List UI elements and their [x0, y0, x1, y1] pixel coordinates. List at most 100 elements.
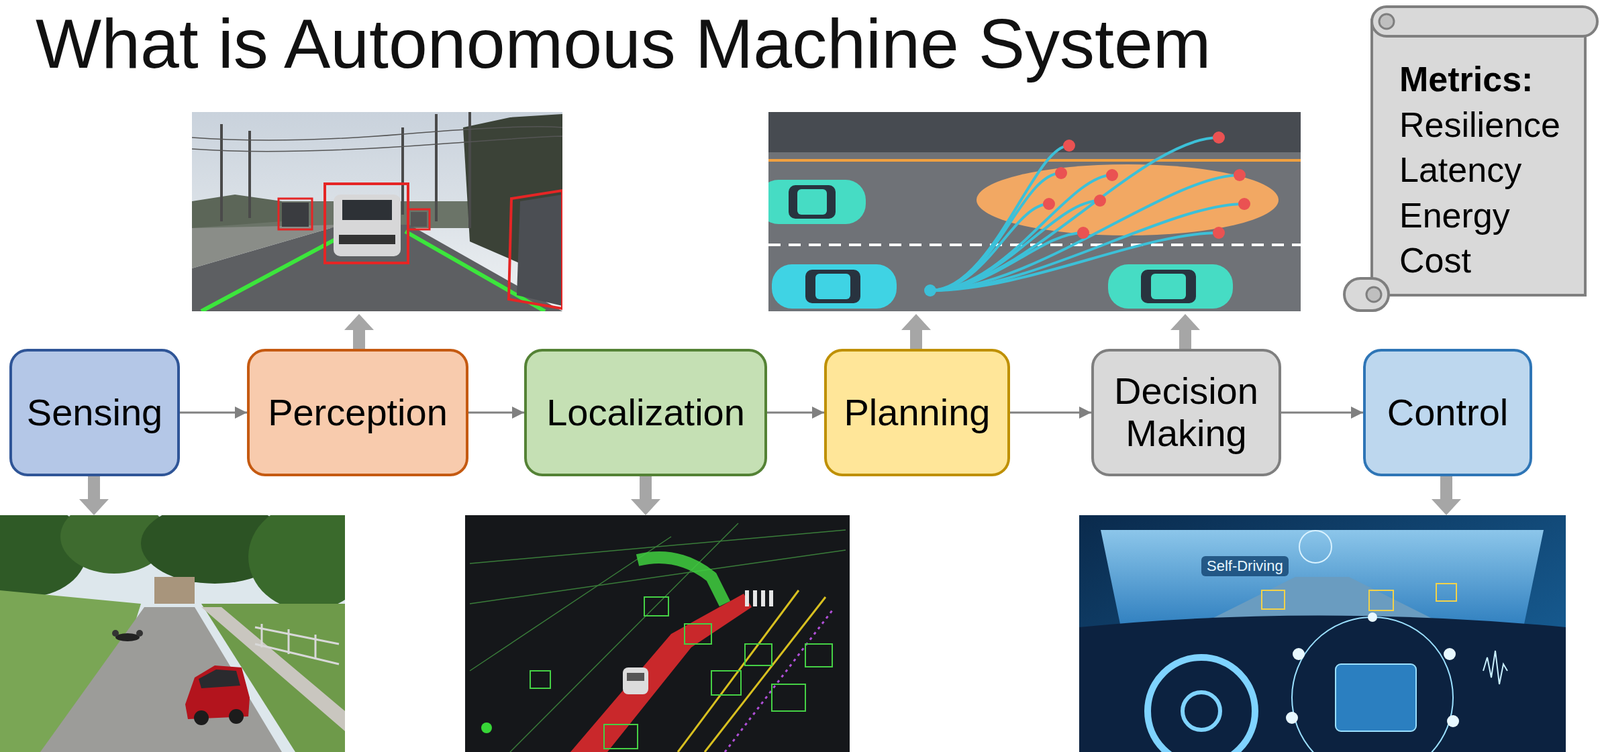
box-label: Control [1387, 391, 1509, 435]
sensing-photo-part [248, 515, 345, 611]
sensing-photo-part-part [287, 629, 290, 655]
control-photo-part [1182, 692, 1221, 731]
planning-illustration-part-part [1108, 264, 1233, 309]
localization-render-part-part [684, 624, 712, 645]
perception-photo-part [410, 212, 427, 227]
control-photo-part-part [1443, 648, 1456, 661]
metrics-scroll: Metrics:Resilience Latency Energy Cost [1341, 3, 1600, 315]
planning-illustration-part [1108, 264, 1233, 309]
planning-illustration-part-part [1055, 167, 1068, 180]
pointer-arrows-part [901, 314, 931, 349]
localization-render-part [570, 593, 752, 752]
planning-illustration-part [768, 112, 1301, 153]
localization-render-part-part [744, 590, 749, 607]
localization-render-part-part [677, 590, 799, 752]
control-photo-part [1335, 664, 1417, 732]
sensing-photo-part [154, 577, 195, 605]
localization-render-part-part [769, 590, 774, 607]
sensing-photo-part [115, 633, 140, 642]
flow-arrow [767, 412, 825, 415]
planning-illustration-part-part [1151, 273, 1186, 300]
metrics-heading: Metrics: [1399, 57, 1561, 103]
scroll-shape-part [1366, 287, 1382, 303]
perception-photo-part [324, 183, 409, 264]
scroll-shape-part [1371, 6, 1598, 37]
control-photo-part [1299, 530, 1332, 564]
control-photo-part [1291, 617, 1454, 752]
metrics-list: Resilience Latency Energy Cost [1399, 102, 1561, 284]
localization-render-part [677, 590, 826, 752]
perception-photo-part-part [191, 136, 563, 152]
sensing-photo-part-part [255, 627, 339, 645]
control-photo-part [1079, 515, 1566, 752]
planning-illustration-part [768, 159, 1301, 162]
planning-illustration-part-part [930, 204, 1049, 291]
pointer-arrows-part [79, 476, 109, 516]
localization-render-part [481, 722, 492, 734]
process-box: Planning [824, 348, 1011, 477]
sensing-photo [0, 515, 345, 752]
perception-photo-part-part [401, 127, 405, 215]
control-photo-part-part [1292, 648, 1305, 661]
localization-render-part-part [753, 590, 758, 607]
flow-arrow [179, 412, 247, 415]
perception-photo-part [342, 200, 392, 221]
perception-photo-part [221, 112, 470, 229]
perception-photo-part-part [248, 130, 252, 219]
perception-photo-part [516, 194, 563, 307]
perception-photo [191, 112, 563, 312]
planning-illustration-part [1042, 131, 1251, 239]
planning-illustration-part-part [1233, 169, 1246, 182]
pointer-arrows-part [630, 476, 661, 516]
scroll-shape-part [1344, 278, 1389, 311]
planning-illustration-part-part [1063, 139, 1076, 152]
box-label: Perception [267, 391, 448, 435]
planning-illustration-part-part [788, 185, 836, 219]
planning-illustration-part-part [1212, 131, 1225, 144]
sensing-photo-part-part [261, 624, 264, 648]
localization-render-part-part [805, 644, 833, 668]
sensing-photo-part [255, 624, 339, 665]
scroll-shape-part [1379, 14, 1394, 29]
localization-render-part-part [469, 550, 846, 605]
planning-illustration-part-part [1077, 226, 1090, 239]
perception-photo-part [191, 194, 282, 229]
perception-photo-part [281, 202, 309, 227]
sensing-photo-part [198, 669, 241, 689]
control-photo-part-part [1285, 712, 1298, 725]
process-box: Sensing [9, 348, 180, 477]
box-label: Decision Making [1103, 370, 1270, 455]
sensing-photo-part [193, 710, 209, 726]
perception-photo-part [191, 126, 563, 152]
planning-illustration-part-part [1212, 226, 1225, 239]
perception-photo-part-part [434, 114, 438, 222]
localization-render-part-part [711, 671, 741, 696]
control-photo-part-part [1436, 583, 1457, 602]
process-box: Control [1363, 348, 1533, 477]
control-photo-part [1100, 530, 1544, 628]
planning-illustration-part-part [768, 179, 866, 225]
slide-title: What is Autonomous Machine System [35, 4, 1211, 85]
localization-render-part-part [771, 684, 806, 712]
control-photo-part [1483, 651, 1508, 685]
sensing-photo-part [228, 709, 244, 725]
control-photo-part-part [1261, 590, 1285, 610]
planning-illustration-part-part [1106, 169, 1119, 182]
planning-illustration-part-part [797, 189, 827, 215]
sensing-photo-part-part [255, 644, 339, 665]
localization-render-part-part [704, 597, 826, 752]
localization-render-part [744, 590, 774, 607]
localization-render-part-part [644, 597, 669, 617]
localization-render-part-part [604, 724, 638, 749]
planning-illustration [768, 112, 1301, 312]
perception-photo-part [278, 198, 313, 230]
scroll-text: Metrics:Resilience Latency Energy Cost [1399, 57, 1561, 284]
control-photo-part [1261, 583, 1457, 611]
process-box: Perception [246, 348, 469, 477]
perception-photo-part [191, 224, 563, 312]
box-label: Planning [844, 391, 991, 435]
perception-photo-part [408, 209, 430, 230]
